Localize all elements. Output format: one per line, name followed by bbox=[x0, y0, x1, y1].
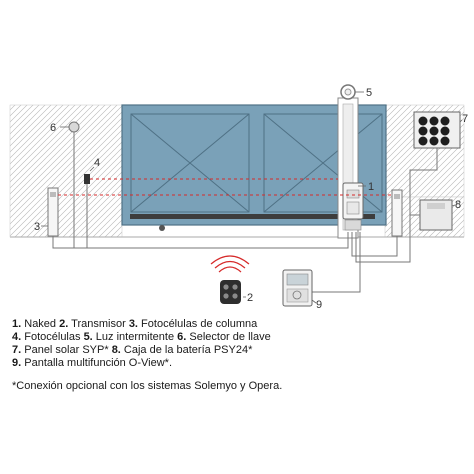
legend-text: Pantalla multifunción O-View*. bbox=[21, 357, 173, 369]
gate-installation-diagram: 1 2 3 4 5 6 7 8 9 bbox=[9, 84, 468, 310]
legend-number: 1. bbox=[12, 318, 22, 330]
legend-number: 4. bbox=[12, 331, 22, 343]
callout-leaders bbox=[41, 91, 463, 304]
legend-text: Naked bbox=[21, 318, 60, 330]
legend-number: 2. bbox=[59, 318, 69, 330]
photocell-beams bbox=[58, 178, 392, 196]
callout-6: 6 bbox=[50, 122, 56, 134]
callout-2: 2 bbox=[247, 292, 253, 304]
legend-text: Caja de la batería PSY24* bbox=[120, 344, 253, 356]
legend-number: 6. bbox=[177, 331, 187, 343]
callout-1: 1 bbox=[368, 181, 374, 193]
legend-line-3: 7. Panel solar SYP* 8. Caja de la baterí… bbox=[12, 344, 467, 357]
legend-text: Panel solar SYP* bbox=[21, 344, 112, 356]
callout-7: 7 bbox=[462, 113, 468, 125]
callout-3: 3 bbox=[34, 221, 40, 233]
legend-text: Selector de llave bbox=[186, 331, 271, 343]
legend-line-2: 4. Fotocélulas 5. Luz intermitente 6. Se… bbox=[12, 331, 467, 344]
legend-number: 9. bbox=[12, 357, 22, 369]
solar-panel bbox=[413, 111, 461, 149]
legend-line-4: 9. Pantalla multifunción O-View*. bbox=[12, 357, 467, 370]
legend-text: Luz intermitente bbox=[92, 331, 178, 343]
left-wall bbox=[9, 104, 123, 238]
battery-box bbox=[419, 199, 453, 231]
callout-8: 8 bbox=[455, 199, 461, 211]
legend-text: Fotocélulas de columna bbox=[138, 318, 258, 330]
naked-motor bbox=[342, 182, 364, 231]
legend-note: *Conexión opcional con los sistemas Sole… bbox=[12, 380, 283, 392]
legend-number: 3. bbox=[128, 318, 138, 330]
legend: 1. Naked 2. Transmisor 3. Fotocélulas de… bbox=[12, 318, 467, 393]
legend-number: 7. bbox=[12, 344, 22, 356]
key-selector bbox=[68, 121, 80, 246]
legend-number: 5. bbox=[83, 331, 93, 343]
legend-number: 8. bbox=[111, 344, 121, 356]
oview-display bbox=[282, 269, 313, 307]
flashing-light bbox=[340, 84, 356, 100]
wiring bbox=[52, 148, 438, 293]
callout-4: 4 bbox=[94, 157, 100, 169]
column-photocell-right bbox=[391, 189, 403, 237]
callout-5: 5 bbox=[366, 87, 372, 99]
legend-text: Transmisor bbox=[68, 318, 129, 330]
column-photocell-left bbox=[47, 187, 59, 237]
legend-line-1: 1. Naked 2. Transmisor 3. Fotocélulas de… bbox=[12, 318, 467, 331]
wall-photocell bbox=[84, 174, 90, 240]
callout-9: 9 bbox=[316, 299, 322, 310]
remote-transmitter bbox=[210, 255, 250, 304]
legend-text: Fotocélulas bbox=[21, 331, 84, 343]
